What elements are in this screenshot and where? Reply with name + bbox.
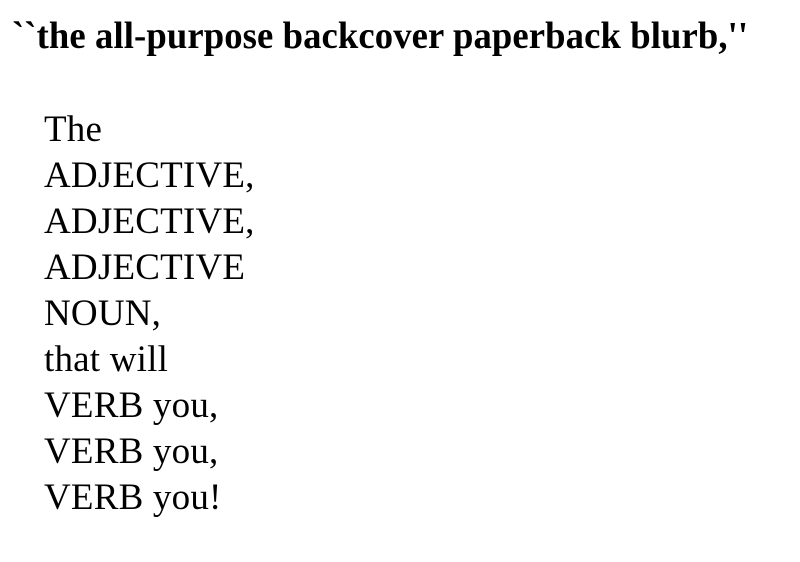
blurb-line: VERB you, — [44, 431, 219, 472]
blurb-line: ADJECTIVE — [44, 247, 246, 288]
blurb-line: The — [44, 109, 103, 150]
blurb-line: that will — [44, 339, 169, 380]
blurb-line: ADJECTIVE, — [44, 201, 255, 242]
page-title: ``the all-purpose backcover paperback bl… — [12, 15, 749, 57]
blurb-line: ADJECTIVE, — [44, 155, 255, 196]
blurb-line: VERB you, — [44, 385, 219, 426]
blurb-template-block: The ADJECTIVE, ADJECTIVE, ADJECTIVE NOUN… — [44, 107, 564, 521]
blurb-line: VERB you! — [44, 477, 222, 518]
blurb-line: NOUN, — [44, 293, 162, 334]
